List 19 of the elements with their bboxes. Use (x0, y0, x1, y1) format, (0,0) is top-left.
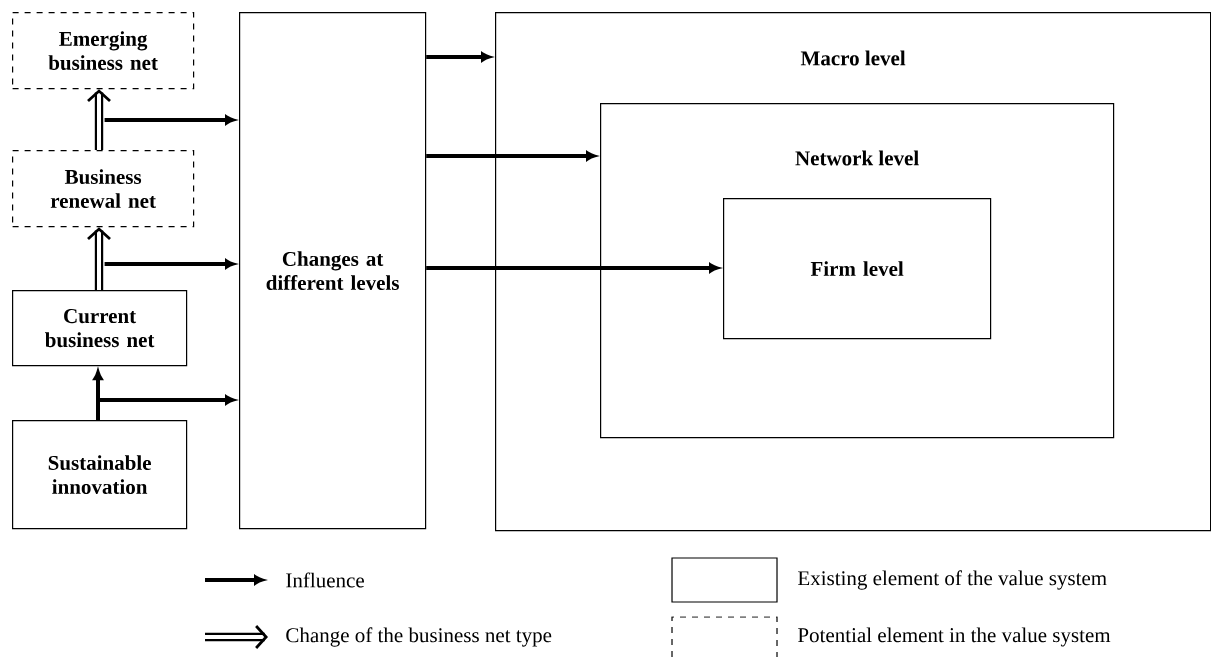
level-box: Firm level (723, 198, 992, 340)
arrow (104, 115, 236, 125)
arrow (93, 369, 103, 420)
legend-label: Potential element in the value system (798, 627, 1111, 647)
double-arrow (87, 89, 111, 150)
process-box: Sustainable innovation (12, 420, 188, 530)
process-box: Changes at different levels (239, 12, 427, 530)
process-box: Current business net (12, 290, 188, 367)
process-box: Business renewal net (12, 150, 195, 228)
legend-label: Influence (286, 572, 364, 588)
process-box: Emerging business net (12, 12, 195, 90)
arrow (426, 52, 492, 62)
arrow (426, 151, 597, 161)
arrow (104, 259, 236, 269)
arrow (426, 263, 720, 273)
arrow (98, 395, 236, 405)
legend-label: Change of the business net type (286, 627, 552, 647)
double-arrow (87, 227, 111, 290)
legend-label: Existing element of the value system (798, 570, 1107, 590)
